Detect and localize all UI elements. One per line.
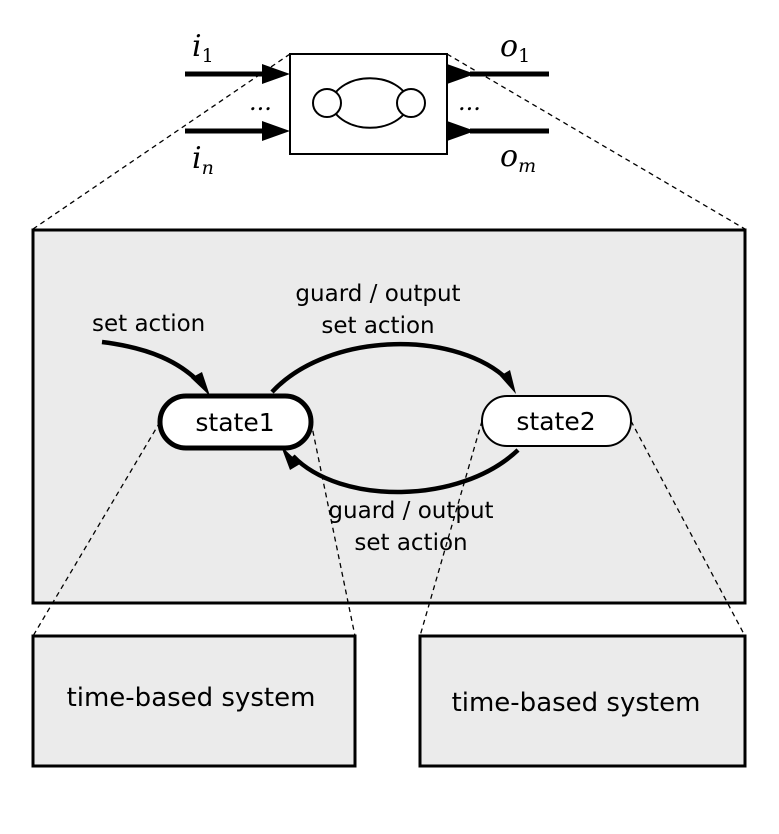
state2-node: state2 (481, 395, 632, 447)
input-first-label: i1 (192, 29, 214, 67)
top-block: i1 in o1 om ... ... (185, 29, 549, 179)
output-port-first (447, 64, 549, 84)
transition-top-arrow (270, 341, 516, 394)
input-last-label: in (192, 141, 214, 179)
transition-bottom-action: set action (354, 530, 467, 556)
transition-bottom-guard: guard / output (328, 498, 493, 524)
state2-label: state2 (516, 407, 595, 436)
transition-top-guard: guard / output (295, 281, 460, 307)
input-port-last (185, 121, 290, 141)
subsystem-right: time-based system (418, 634, 747, 768)
transition-top-action: set action (321, 313, 434, 339)
initial-transition-arrow (101, 339, 210, 396)
mini-statechart-icon (312, 77, 426, 129)
subsystem-left-label: time-based system (67, 683, 316, 713)
zoom-lines-bottom (32, 420, 746, 637)
output-port-last (447, 121, 549, 141)
zoom-lines-top (32, 53, 746, 230)
initial-transition-label: set action (92, 311, 205, 337)
input-port-first (185, 64, 290, 84)
state1-label: state1 (195, 408, 274, 437)
output-last-label: om (500, 139, 536, 177)
output-ellipsis: ... (458, 88, 481, 116)
subsystem-right-label: time-based system (452, 688, 701, 718)
state-machine-panel: set action guard / output set action gua… (31, 228, 747, 605)
input-ellipsis: ... (249, 88, 272, 116)
output-first-label: o1 (500, 29, 530, 67)
subsystem-left: time-based system (31, 634, 357, 768)
state1-node: state1 (157, 393, 314, 451)
transition-bottom-arrow (281, 446, 520, 495)
